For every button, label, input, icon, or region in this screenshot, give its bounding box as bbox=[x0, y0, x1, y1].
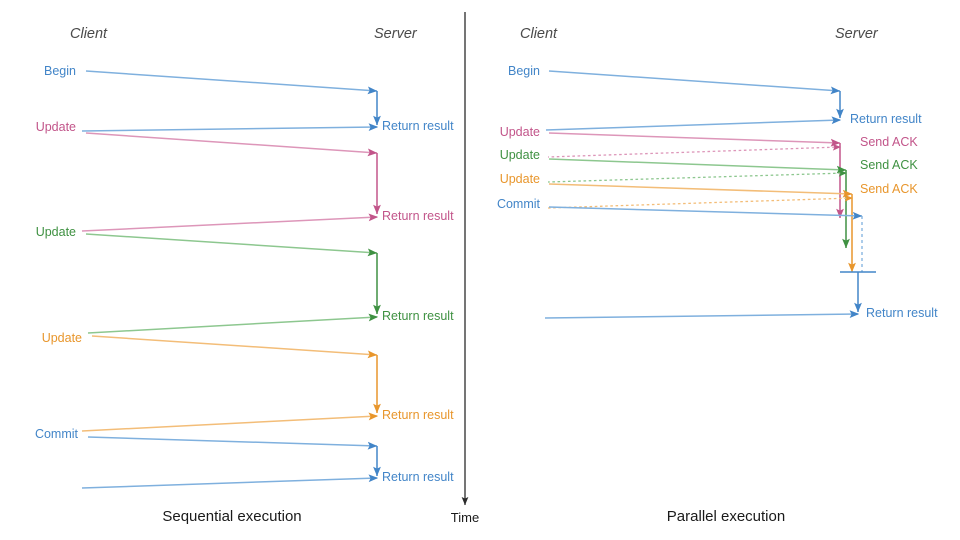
request-arrow-update-2 bbox=[85, 233, 378, 257]
reply-label-update-2: Send ACK bbox=[860, 158, 918, 172]
panel-caption-parallel: Parallel execution bbox=[667, 508, 785, 525]
reply-arrow-begin bbox=[545, 116, 842, 131]
request-arrow-begin bbox=[548, 70, 841, 95]
request-arrow-update-1 bbox=[548, 132, 841, 147]
reply-arrow-update-2 bbox=[87, 313, 379, 334]
reply-label-update-3: Return result bbox=[382, 408, 454, 422]
reply-arrow-begin bbox=[81, 123, 379, 132]
reply-label-begin: Return result bbox=[850, 112, 922, 126]
actor-label-server-parallel: Server bbox=[835, 26, 879, 42]
request-arrow-update-3 bbox=[548, 183, 853, 198]
request-arrow-update-3 bbox=[91, 335, 378, 359]
ack-arrow-update-3 bbox=[547, 194, 854, 209]
reply-label-update-2: Return result bbox=[382, 309, 454, 323]
reply-label-update-3: Send ACK bbox=[860, 182, 918, 196]
message-label-update-2: Update bbox=[36, 225, 76, 239]
message-label-update-3: Update bbox=[500, 172, 540, 186]
time-axis-label: Time bbox=[451, 510, 479, 525]
panel-caption-sequential: Sequential execution bbox=[162, 508, 301, 525]
ack-arrow-update-2 bbox=[547, 169, 848, 183]
message-label-update-1: Update bbox=[36, 120, 76, 134]
reply-label-commit: Return result bbox=[382, 470, 454, 484]
actor-label-client-sequential: Client bbox=[70, 26, 108, 42]
message-label-update-1: Update bbox=[500, 125, 540, 139]
message-label-update-2: Update bbox=[500, 148, 540, 162]
message-label-commit: Commit bbox=[497, 197, 541, 211]
message-label-update-3: Update bbox=[42, 331, 82, 345]
message-label-begin: Begin bbox=[44, 64, 76, 78]
reply-label-update-1: Return result bbox=[382, 209, 454, 223]
request-arrow-update-2 bbox=[548, 158, 847, 174]
message-label-begin: Begin bbox=[508, 64, 540, 78]
request-arrow-update-1 bbox=[85, 132, 378, 157]
time-axis-layer: Time bbox=[451, 12, 479, 525]
actor-label-server-sequential: Server bbox=[374, 26, 418, 42]
reply-label-begin: Return result bbox=[382, 119, 454, 133]
reply-arrow-commit bbox=[81, 474, 379, 489]
request-arrow-commit bbox=[87, 436, 378, 450]
reply-arrow-update-3 bbox=[81, 412, 379, 432]
reply-arrow-update-1 bbox=[81, 213, 379, 232]
reply-label-commit: Return result bbox=[866, 306, 938, 320]
ack-arrow-update-1 bbox=[547, 143, 842, 158]
reply-arrow-commit bbox=[544, 310, 860, 319]
request-arrow-begin bbox=[85, 70, 378, 95]
request-arrow-commit bbox=[548, 206, 863, 220]
message-label-commit: Commit bbox=[35, 427, 79, 441]
actor-label-client-parallel: Client bbox=[520, 26, 558, 42]
reply-label-update-1: Send ACK bbox=[860, 135, 918, 149]
